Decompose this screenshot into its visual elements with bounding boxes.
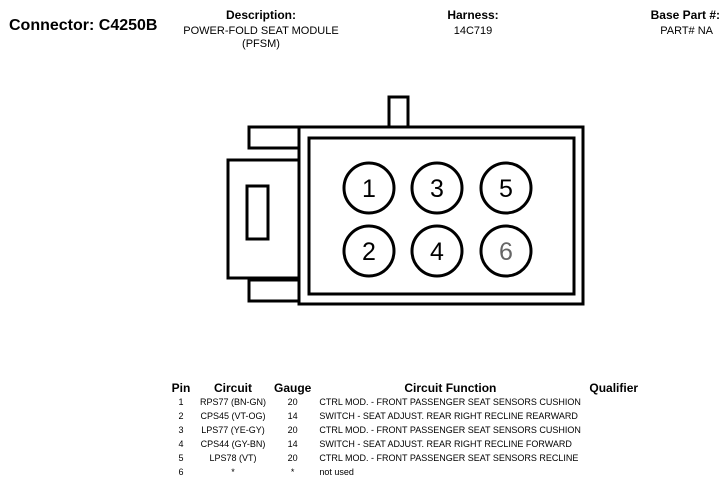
cell-circuit: LPS78 (VT) bbox=[209, 453, 257, 463]
harness-label: Harness: bbox=[447, 8, 499, 22]
table-row: 4 CPS44 (GY-BN) 14 SWITCH - SEAT ADJUST.… bbox=[166, 437, 653, 451]
pin-cavity-2 bbox=[342, 224, 396, 278]
cell-function: CTRL MOD. - FRONT PASSENGER SEAT SENSORS… bbox=[319, 397, 581, 407]
cell-qualifier bbox=[585, 423, 653, 437]
pin-table: Pin Circuit Gauge Circuit Function Quali… bbox=[166, 381, 653, 479]
pin-cavity-6 bbox=[479, 224, 533, 278]
cell-qualifier bbox=[585, 451, 653, 465]
base-part-label: Base Part #: bbox=[650, 8, 720, 22]
cell-pin: 3 bbox=[178, 425, 184, 435]
header-circuit-function: Circuit Function bbox=[404, 381, 497, 395]
cell-circuit: RPS77 (BN-GN) bbox=[200, 397, 267, 407]
cell-gauge: 20 bbox=[287, 397, 298, 407]
table-row: 5 LPS78 (VT) 20 CTRL MOD. - FRONT PASSEN… bbox=[166, 451, 653, 465]
description-line-2: (PFSM) bbox=[242, 38, 280, 50]
cell-gauge: * bbox=[290, 467, 295, 477]
pin-cavities: 1 2 3 4 5 6 bbox=[342, 161, 533, 278]
cell-circuit: LPS77 (YE-GY) bbox=[201, 425, 265, 435]
pin-number-4: 4 bbox=[430, 238, 444, 266]
pin-number-6: 6 bbox=[499, 238, 513, 266]
cell-pin: 6 bbox=[178, 467, 184, 477]
pin-table-header-row: Pin Circuit Gauge Circuit Function Quali… bbox=[166, 381, 653, 395]
cell-pin: 2 bbox=[178, 411, 184, 421]
pin-cavity-5 bbox=[479, 161, 533, 215]
pin-cavity-3 bbox=[410, 161, 464, 215]
top-latch-tab bbox=[387, 95, 410, 129]
upper-flange bbox=[247, 125, 302, 150]
cell-function: CTRL MOD. - FRONT PASSENGER SEAT SENSORS… bbox=[319, 425, 581, 435]
cell-qualifier bbox=[585, 437, 653, 451]
connector-title: Connector: C4250B bbox=[9, 17, 158, 34]
cell-gauge: 14 bbox=[287, 439, 298, 449]
cell-circuit: CPS44 (GY-BN) bbox=[200, 439, 266, 449]
cell-function: SWITCH - SEAT ADJUST. REAR RIGHT RECLINE… bbox=[319, 411, 578, 421]
header-gauge: Gauge bbox=[274, 381, 312, 395]
cell-gauge: 14 bbox=[287, 411, 298, 421]
cell-gauge: 20 bbox=[287, 425, 298, 435]
pin-cavity-4 bbox=[410, 224, 464, 278]
pin-number-2: 2 bbox=[362, 238, 376, 266]
harness-value: 14C719 bbox=[453, 25, 493, 37]
base-part-value: PART# NA bbox=[660, 25, 713, 37]
cell-circuit: CPS45 (VT-OG) bbox=[200, 411, 266, 421]
description-value: POWER-FOLD SEAT MODULE (PFSM) bbox=[150, 25, 372, 51]
table-row: 1 RPS77 (BN-GN) 20 CTRL MOD. - FRONT PAS… bbox=[166, 395, 653, 409]
cell-function: not used bbox=[319, 467, 354, 477]
description-label: Description: bbox=[225, 8, 296, 22]
lower-flange bbox=[247, 278, 302, 303]
table-row: 2 CPS45 (VT-OG) 14 SWITCH - SEAT ADJUST.… bbox=[166, 409, 653, 423]
table-row: 3 LPS77 (YE-GY) 20 CTRL MOD. - FRONT PAS… bbox=[166, 423, 653, 437]
cell-circuit: * bbox=[231, 467, 235, 477]
header-pin: Pin bbox=[171, 381, 191, 395]
latch-slot bbox=[245, 184, 270, 241]
pin-cavity-1 bbox=[342, 161, 396, 215]
pin-number-3: 3 bbox=[430, 175, 444, 203]
cell-function: CTRL MOD. - FRONT PASSENGER SEAT SENSORS… bbox=[319, 453, 579, 463]
cell-qualifier bbox=[585, 409, 653, 423]
table-row: 6 * * not used bbox=[166, 465, 653, 479]
description-line-1: POWER-FOLD SEAT MODULE bbox=[183, 25, 339, 37]
pin-number-1: 1 bbox=[362, 175, 376, 203]
cell-qualifier bbox=[585, 465, 653, 479]
cell-gauge: 20 bbox=[287, 453, 298, 463]
header-qualifier: Qualifier bbox=[589, 381, 639, 395]
cell-pin: 4 bbox=[178, 439, 184, 449]
cell-pin: 5 bbox=[178, 453, 184, 463]
header-circuit: Circuit bbox=[214, 381, 253, 395]
cell-qualifier bbox=[585, 395, 653, 409]
cell-function: SWITCH - SEAT ADJUST. REAR RIGHT RECLINE… bbox=[319, 439, 572, 449]
cell-pin: 1 bbox=[178, 397, 184, 407]
pin-number-5: 5 bbox=[499, 175, 513, 203]
